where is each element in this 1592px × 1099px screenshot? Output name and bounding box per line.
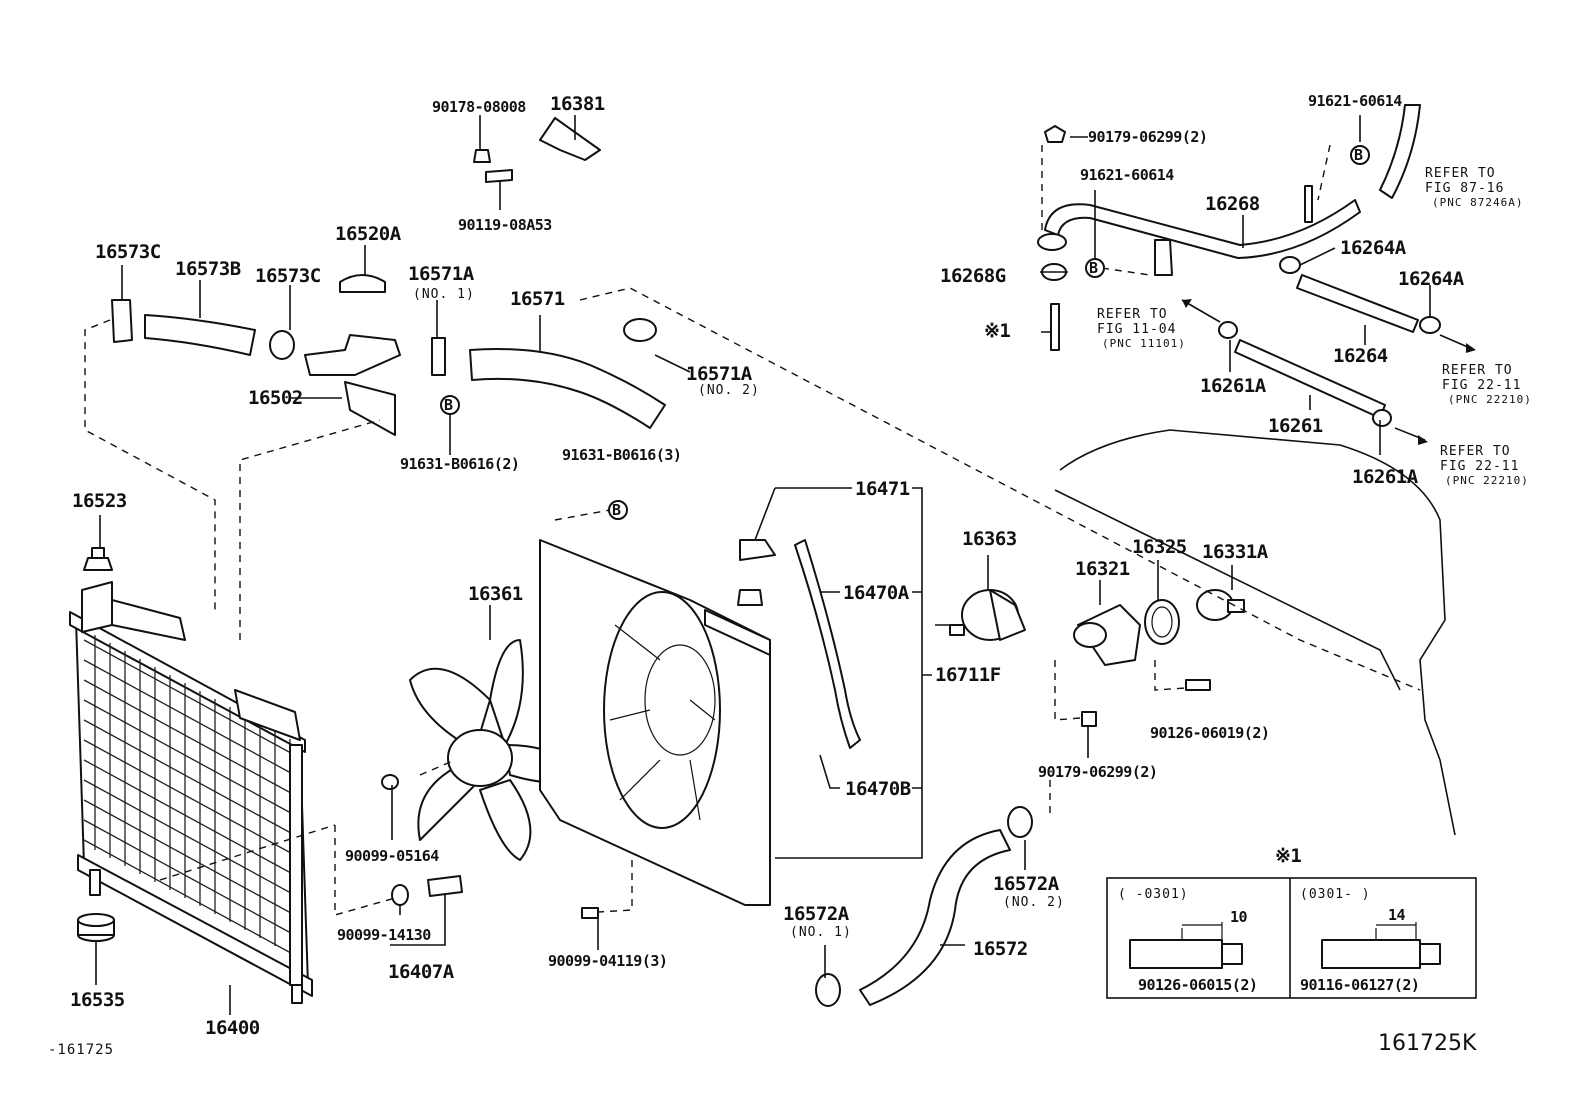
label-16470b: 16470B [845, 778, 911, 800]
refer-2-line3: (PNC 11101) [1102, 337, 1186, 350]
label-91631-b0616-3: 91631-B0616(3) [562, 446, 681, 464]
label-16571a-no2: (NO. 2) [698, 383, 760, 398]
label-16268: 16268 [1205, 193, 1260, 215]
label-16471: 16471 [855, 478, 910, 500]
label-16325: 16325 [1132, 536, 1187, 558]
label-16361: 16361 [468, 583, 523, 605]
label-90126-06019: 90126-06019(2) [1150, 724, 1269, 742]
label-16535: 16535 [70, 989, 125, 1011]
refer-3-line3: (PNC 22210) [1448, 393, 1532, 406]
label-90119-08a53: 90119-08A53 [458, 216, 552, 234]
label-16261a-a: 16261A [1200, 375, 1267, 397]
label-16572a-a: 16572A [783, 903, 850, 925]
label-16502: 16502 [248, 387, 303, 409]
water-hose-right [1218, 104, 1441, 427]
refer-3-line2: FIG 22-11 [1442, 378, 1521, 393]
label-16571a-b: 16571A [686, 363, 753, 385]
label-16571a: 16571A [408, 263, 475, 285]
refer-4-line3: (PNC 22210) [1445, 474, 1529, 487]
label-90179-06299-a: 90179-06299(2) [1088, 128, 1207, 146]
water-bypass-pipe [1037, 125, 1361, 351]
label-16264a-a: 16264A [1340, 237, 1407, 259]
reservoir-tank-hose [739, 539, 861, 749]
label-16264a-b: 16264A [1398, 268, 1465, 290]
refer-1-line3: (PNC 87246A) [1432, 196, 1523, 209]
label-16264: 16264 [1333, 345, 1388, 367]
label-16573b: 16573B [175, 258, 241, 280]
refer-2-line1: REFER TO [1097, 307, 1168, 322]
label-16261a-b: 16261A [1352, 466, 1419, 488]
label-16573c-a: 16573C [95, 241, 161, 263]
label-91621-60614-b: 91621-60614 [1080, 166, 1174, 184]
label-16381: 16381 [550, 93, 605, 115]
label-16572: 16572 [973, 938, 1028, 960]
bolts-and-clamps [381, 117, 1211, 919]
inset-right-part: 90116-06127(2) [1300, 976, 1419, 994]
radiator-support-cushion-upper [83, 547, 113, 571]
label-16407a: 16407A [388, 961, 455, 983]
label-91621-60614-a: 91621-60614 [1308, 92, 1402, 110]
refer-3-line1: REFER TO [1442, 363, 1513, 378]
thermostat-gasket [1144, 599, 1180, 645]
label-16331a: 16331A [1202, 541, 1269, 563]
label-16571: 16571 [510, 288, 565, 310]
label-16571a-no1: (NO. 1) [413, 287, 475, 302]
radiator-support-cushion-lower [77, 913, 115, 942]
label-16470a: 16470A [843, 582, 910, 604]
refer-notes: REFER TO FIG 87-16 (PNC 87246A) REFER TO… [1097, 166, 1532, 487]
fan-motor [949, 589, 1026, 641]
label-16268g: 16268G [940, 265, 1006, 287]
label-16572a-b: 16572A [993, 873, 1060, 895]
stud-variant-inset: ※1 ( -0301) (0301- ) 10 90126-06015(2) 1… [1106, 845, 1477, 999]
label-16711f: 16711F [935, 664, 1001, 686]
thermostat [1196, 589, 1245, 621]
label-90178-08008: 90178-08008 [432, 98, 526, 116]
inset-right-dim: 14 [1388, 906, 1406, 924]
label-90099-05164: 90099-05164 [345, 847, 439, 865]
callout-b-1: B [444, 396, 453, 414]
label-90099-14130: 90099-14130 [337, 926, 431, 944]
label-90099-04119: 90099-04119(3) [548, 952, 667, 970]
label-16363: 16363 [962, 528, 1017, 550]
inset-title: ※1 [1275, 845, 1301, 867]
label-16572a-a-no: (NO. 1) [790, 925, 852, 940]
refer-1-line2: FIG 87-16 [1425, 181, 1504, 196]
leader-lines [95, 115, 1476, 1015]
label-16400: 16400 [205, 1017, 260, 1039]
label-91631-b0616-2: 91631-B0616(2) [400, 455, 519, 473]
engine-outline [1054, 429, 1456, 836]
label-16321: 16321 [1075, 558, 1130, 580]
fan-shroud [539, 539, 771, 906]
inset-right-range: (0301- ) [1300, 887, 1371, 902]
label-90179-06299-b: 90179-06299(2) [1038, 763, 1157, 781]
label-16523: 16523 [72, 490, 127, 512]
refer-1-line1: REFER TO [1425, 166, 1496, 181]
water-inlet [1073, 604, 1141, 666]
figure-id-right: 161725K [1378, 1031, 1477, 1056]
inset-left-part: 90126-06015(2) [1138, 976, 1257, 994]
label-16261: 16261 [1268, 415, 1323, 437]
assembly-dashed-lines [84, 144, 1421, 916]
refer-4-line2: FIG 22-11 [1440, 459, 1519, 474]
callout-b-2: B [612, 501, 621, 519]
label-16573c-b: 16573C [255, 265, 321, 287]
figure-id-left: -161725 [48, 1042, 114, 1058]
callout-b-markers: B B B B [440, 145, 1370, 520]
inset-left-dim: 10 [1230, 908, 1248, 926]
inset-left-range: ( -0301) [1118, 887, 1189, 902]
cooling-fan [409, 639, 586, 861]
refer-2-line2: FIG 11-04 [1097, 322, 1176, 337]
part-labels: 90178-08008 16381 90119-08A53 16573C 165… [70, 92, 1465, 1039]
label-16572a-b-no: (NO. 2) [1003, 895, 1065, 910]
callout-b-3: B [1089, 259, 1098, 277]
refer-4-line1: REFER TO [1440, 444, 1511, 459]
label-16520a: 16520A [335, 223, 402, 245]
radiator-assembly [69, 581, 313, 1004]
label-star1: ※1 [984, 320, 1010, 342]
upper-hose-group [111, 274, 666, 436]
callout-b-4: B [1354, 146, 1363, 164]
lower-hose [815, 806, 1033, 1007]
